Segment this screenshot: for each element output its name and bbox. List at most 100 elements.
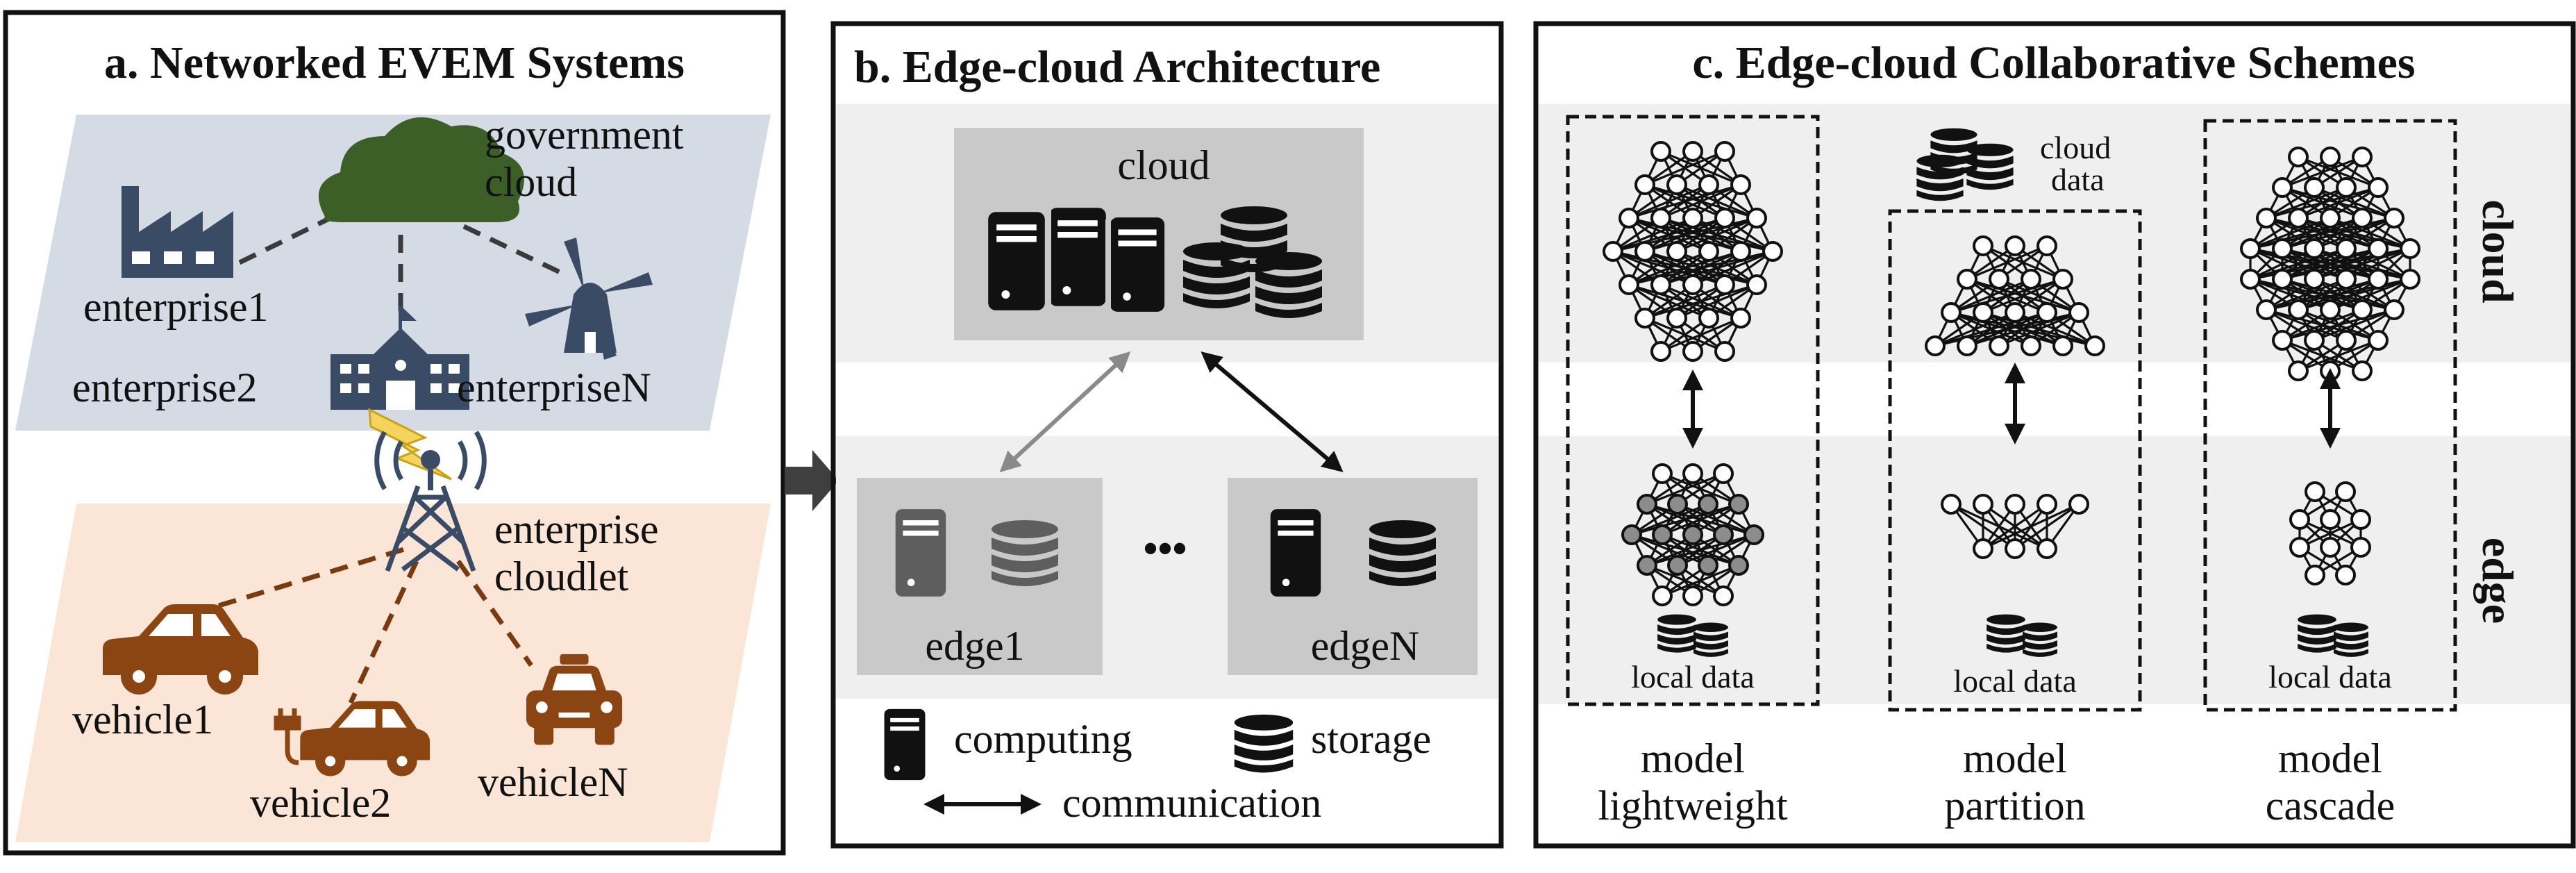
network-link — [1676, 283, 1757, 319]
network-node — [1698, 308, 1719, 329]
network-node — [2272, 238, 2293, 259]
network-link — [1676, 217, 1757, 253]
network-node — [1650, 141, 1671, 162]
network-node — [2005, 302, 2025, 323]
edge-ellipsis: ••• — [1143, 526, 1187, 572]
network-node — [2336, 269, 2357, 290]
network-node — [1634, 241, 1655, 262]
cloudlet-label-line2: cloudlet — [494, 554, 629, 599]
network-node — [2084, 335, 2105, 356]
network-link — [1950, 278, 2032, 314]
network-node — [2052, 335, 2073, 356]
network-link — [1660, 183, 1741, 219]
network-node — [1682, 463, 1703, 484]
network-link — [2298, 186, 2379, 219]
network-node — [1973, 494, 1993, 515]
network-node — [1667, 494, 1688, 515]
factory-icon — [122, 186, 233, 278]
network-node — [1973, 538, 1993, 559]
edgeN-box — [1228, 478, 1478, 675]
network-node — [2272, 177, 2293, 198]
network-node — [2288, 299, 2309, 320]
network-node — [1621, 524, 1642, 545]
legend-storage-label: storage — [1311, 716, 1431, 762]
enterprise2-label: enterprise2 — [72, 365, 258, 410]
edgeN-server-icon — [1270, 509, 1321, 597]
cell-tower-icon — [374, 431, 487, 572]
network-node — [2305, 481, 2325, 502]
network-link — [1644, 217, 1757, 253]
network-node — [1698, 494, 1718, 515]
legend-communication-label: communication — [1062, 780, 1321, 826]
network-link — [2250, 217, 2331, 250]
vehicleN-label: vehicleN — [478, 759, 628, 805]
edgeN-cloud-link — [1201, 351, 1344, 472]
network-node — [2288, 208, 2309, 228]
network-node — [2320, 509, 2341, 530]
electric-plug-icon — [274, 708, 301, 765]
network-node — [1650, 208, 1671, 228]
vehicle2-label: vehicle2 — [250, 780, 391, 826]
network-link — [1644, 283, 1757, 319]
panel-b-title: b. Edge-cloud Architecture — [854, 42, 1380, 92]
network-node — [1666, 174, 1687, 195]
network-node — [2052, 269, 2073, 290]
network-node — [1973, 302, 1993, 323]
network-node — [2352, 147, 2373, 167]
network-node — [2368, 177, 2389, 198]
network-link — [1662, 564, 1739, 597]
network-node — [1682, 524, 1703, 545]
network-node — [1650, 274, 1671, 295]
scheme2-label-line1: model — [1963, 735, 2067, 781]
network-node — [1698, 174, 1719, 195]
network-link — [1966, 244, 2048, 281]
network-node — [1925, 335, 1946, 356]
network-node — [1746, 208, 1767, 228]
network-link — [1950, 278, 2064, 314]
network-link — [1660, 250, 1773, 286]
network-node — [1713, 585, 1734, 606]
government-cloud-icon — [318, 117, 524, 222]
network-node — [1989, 269, 2009, 290]
network-node — [1730, 174, 1751, 195]
network-node — [1941, 494, 1962, 515]
legend-computing-icon — [884, 708, 926, 781]
government-cloud-label-line2: cloud — [485, 159, 577, 205]
network-node — [1652, 463, 1673, 484]
network-link — [1612, 217, 1693, 253]
government-cloud-label-line1: government — [485, 112, 684, 158]
network-link — [2345, 247, 2411, 281]
network-link — [2282, 156, 2363, 189]
network-node — [2384, 299, 2404, 320]
network-node — [2005, 235, 2025, 256]
school-icon — [331, 306, 469, 410]
scheme1-label-line1: model — [1641, 735, 1745, 781]
network-link — [2282, 308, 2363, 342]
network-node — [1714, 141, 1735, 162]
panel-c-frame — [1533, 21, 2576, 849]
scheme2-dashed-box — [1888, 209, 2142, 712]
network-node — [1743, 524, 1764, 545]
network-node — [2305, 565, 2325, 585]
network-link — [1646, 472, 1724, 506]
network-link — [1998, 311, 2080, 347]
network-link — [1966, 311, 2080, 347]
vehicle-links — [217, 546, 533, 704]
network-link — [2266, 278, 2347, 311]
network-node — [1957, 335, 1977, 356]
scheme3-dashed-box — [2203, 119, 2457, 712]
vehicle1-label: vehicle1 — [72, 697, 213, 742]
edge1-server-icon — [895, 509, 946, 597]
network-node — [2352, 360, 2373, 381]
scheme1-dashed-box — [1566, 115, 1820, 706]
network-link — [2299, 518, 2361, 549]
network-node — [2288, 147, 2309, 167]
network-node — [1650, 341, 1671, 362]
network-link — [2298, 339, 2379, 372]
partitioned-edge-network — [1941, 494, 2089, 559]
network-node — [2400, 238, 2420, 259]
local-data-1-label: local data — [1631, 659, 1755, 695]
network-node — [1666, 308, 1687, 329]
network-node — [1989, 335, 2009, 356]
network-node — [1667, 555, 1688, 576]
